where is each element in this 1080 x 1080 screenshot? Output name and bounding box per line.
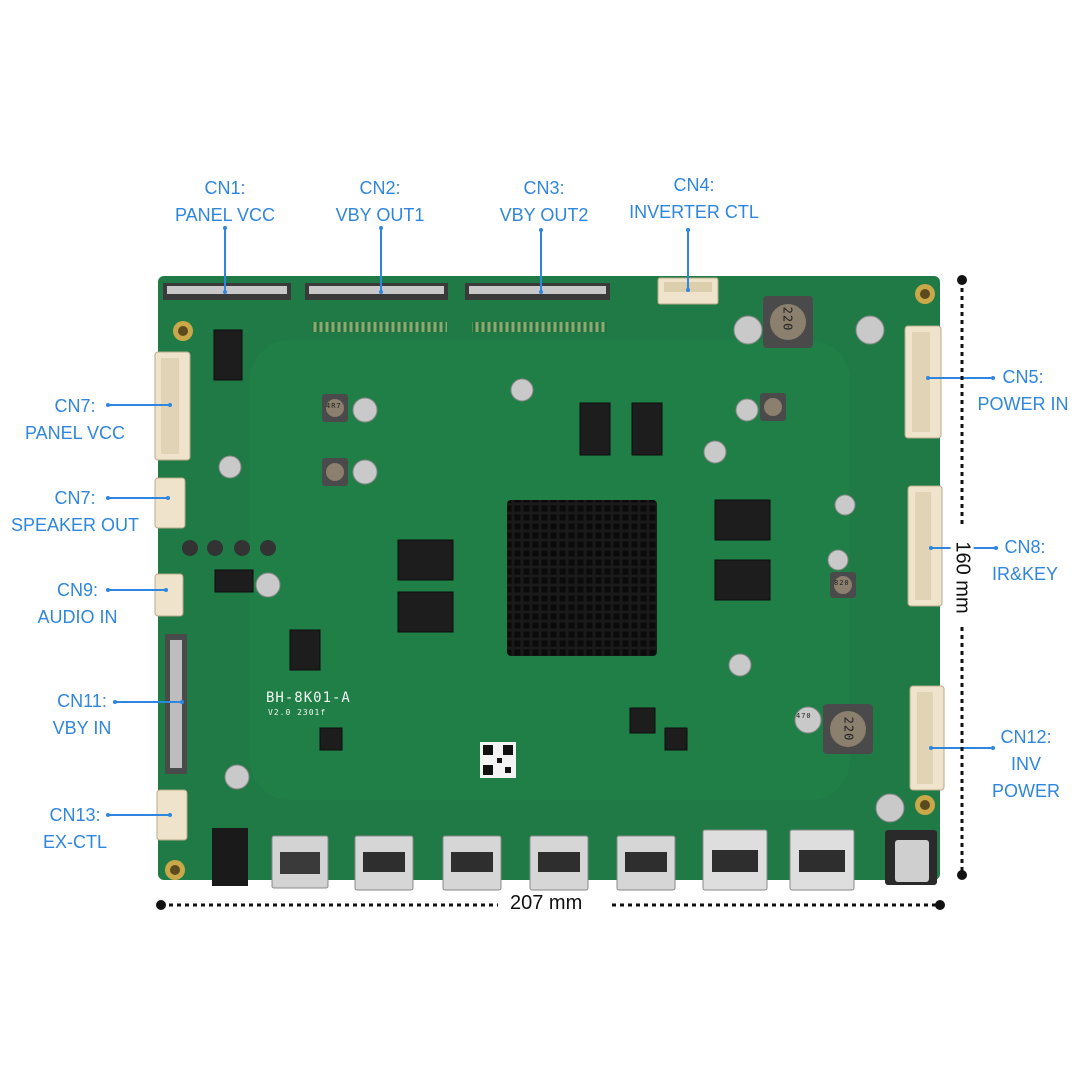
callout-desc: PANEL VCC bbox=[24, 423, 126, 443]
callout-code: CN12: bbox=[1000, 727, 1052, 747]
callout-desc: PANEL VCC bbox=[174, 205, 276, 225]
capacitors bbox=[182, 315, 905, 823]
callout-desc: INV bbox=[1010, 754, 1041, 774]
leader-cn2-dot bbox=[379, 226, 383, 230]
callout-desc: EX-CTL bbox=[42, 832, 107, 852]
cap-value-2: 220 bbox=[841, 716, 856, 742]
bottom-ports bbox=[212, 828, 937, 891]
leader-cn12-dot bbox=[991, 746, 995, 750]
leader-cn13-dot bbox=[168, 813, 172, 817]
callout-cn7-speaker: CN7: SPEAKER OUT bbox=[5, 485, 145, 539]
leader-cn5-dot bbox=[926, 376, 930, 380]
callout-cn9: CN9: AUDIO IN bbox=[25, 577, 130, 631]
callout-code: CN9: bbox=[56, 580, 98, 600]
leader-cn8-dot bbox=[929, 546, 933, 550]
callout-cn12: CN12: INV POWER bbox=[986, 724, 1066, 805]
leader-cn12-dot bbox=[929, 746, 933, 750]
board-version-label: V2.0 2301f bbox=[268, 708, 327, 717]
board-model-label: BH-8K01-A bbox=[266, 690, 351, 706]
chips bbox=[213, 329, 771, 751]
dimension-height-line bbox=[957, 275, 967, 880]
leader-cn3-dot bbox=[539, 290, 543, 294]
callout-desc-2: POWER bbox=[991, 781, 1060, 801]
leader-cn7-panel-dot bbox=[106, 403, 110, 407]
dimension-width-line bbox=[156, 900, 945, 910]
leader-cn4-dot bbox=[686, 228, 690, 232]
callout-code: CN8: bbox=[1004, 537, 1046, 557]
callout-code: CN13: bbox=[49, 805, 101, 825]
callout-code: CN5: bbox=[1002, 367, 1044, 387]
cap-value-4: 4R7 bbox=[326, 402, 342, 410]
callout-cn4: CN4: INVERTER CTL bbox=[619, 172, 769, 226]
leader-cn8-dot bbox=[994, 546, 998, 550]
callout-code: CN1: bbox=[204, 178, 246, 198]
callout-cn2: CN2: VBY OUT1 bbox=[315, 175, 445, 229]
mounting-holes bbox=[165, 284, 935, 880]
callout-desc: SPEAKER OUT bbox=[10, 515, 140, 535]
callout-desc: VBY OUT2 bbox=[499, 205, 589, 225]
heatsink bbox=[507, 500, 657, 656]
leader-cn13-dot bbox=[106, 813, 110, 817]
leader-cn9-dot bbox=[106, 588, 110, 592]
callout-code: CN7: bbox=[54, 396, 96, 416]
cap-value-1: 220 bbox=[780, 306, 795, 332]
leader-cn1-dot bbox=[223, 290, 227, 294]
callout-desc: INVERTER CTL bbox=[629, 202, 759, 222]
cap-value-5: 820 bbox=[834, 579, 850, 587]
leader-cn2-dot bbox=[379, 290, 383, 294]
callout-desc: POWER IN bbox=[977, 394, 1069, 414]
dimension-height-text: 160 mm bbox=[950, 535, 974, 620]
right-connectors bbox=[904, 325, 945, 791]
callout-code: CN2: bbox=[359, 178, 401, 198]
callout-cn13: CN13: EX-CTL bbox=[30, 802, 120, 856]
callout-code: CN11: bbox=[57, 691, 107, 711]
leader-cn7-speaker-dot bbox=[106, 496, 110, 500]
callout-code: CN3: bbox=[523, 178, 565, 198]
leader-cn5-dot bbox=[991, 376, 995, 380]
callout-code: CN7: bbox=[54, 488, 96, 508]
callout-cn7-panel: CN7: PANEL VCC bbox=[15, 393, 135, 447]
callout-cn11: CN11: VBY IN bbox=[32, 688, 132, 742]
leader-cn7-speaker-dot bbox=[166, 496, 170, 500]
leader-cn7-panel-dot bbox=[168, 403, 172, 407]
leader-cn1-dot bbox=[223, 226, 227, 230]
callout-desc: IR&KEY bbox=[991, 564, 1059, 584]
callout-cn8: CN8: IR&KEY bbox=[985, 534, 1065, 588]
cap-value-3: 470 bbox=[796, 712, 812, 720]
callout-code: CN4: bbox=[673, 175, 715, 195]
callout-cn3: CN3: VBY OUT2 bbox=[479, 175, 609, 229]
callout-desc: VBY IN bbox=[52, 718, 112, 738]
callout-cn5: CN5: POWER IN bbox=[968, 364, 1078, 418]
callout-desc: AUDIO IN bbox=[37, 607, 118, 627]
leader-cn4-dot bbox=[686, 288, 690, 292]
callout-desc: VBY OUT1 bbox=[335, 205, 425, 225]
dimension-width-text: 207 mm bbox=[504, 892, 589, 915]
leader-cn11-dot bbox=[180, 700, 184, 704]
leader-lines bbox=[106, 226, 998, 817]
callout-cn1: CN1: PANEL VCC bbox=[160, 175, 290, 229]
leader-cn3-dot bbox=[539, 228, 543, 232]
leader-cn11-dot bbox=[113, 700, 117, 704]
inductors bbox=[322, 296, 873, 754]
leader-cn9-dot bbox=[164, 588, 168, 592]
